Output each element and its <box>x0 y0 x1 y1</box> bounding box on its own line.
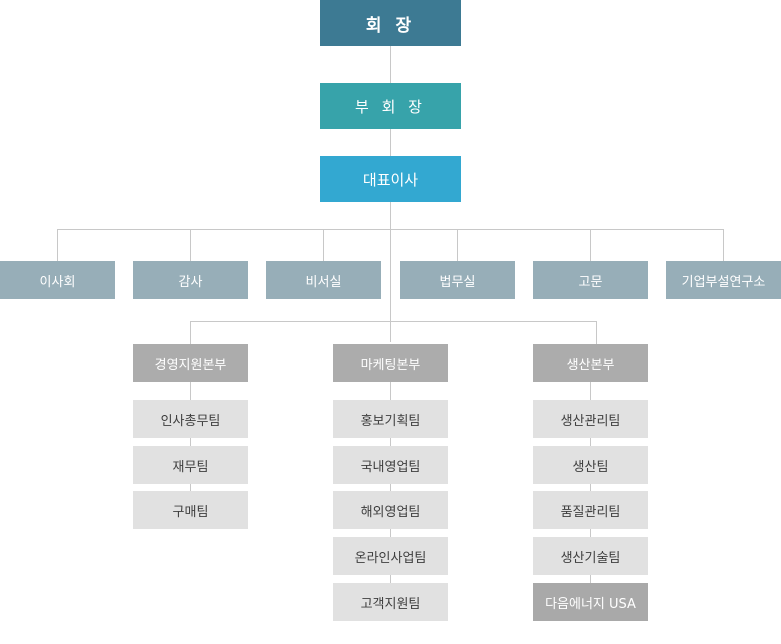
division-management-support: 경영지원본부 <box>133 344 248 382</box>
team-box: 온라인사업팀 <box>333 537 448 575</box>
staff-unit-advisor: 고문 <box>533 261 648 299</box>
connector-staff-drop <box>457 229 458 261</box>
ceo-box: 대표이사 <box>320 156 461 202</box>
connector-division-drop <box>596 321 597 344</box>
connector-staff-drop <box>723 229 724 261</box>
team-box: 생산기술팀 <box>533 537 648 575</box>
staff-unit-board: 이사회 <box>0 261 115 299</box>
division-marketing: 마케팅본부 <box>333 344 448 382</box>
team-box: 홍보기획팀 <box>333 400 448 438</box>
connector-staff-drop <box>323 229 324 261</box>
team-box: 품질관리팀 <box>533 491 648 529</box>
team-box: 국내영업팀 <box>333 446 448 484</box>
connector-division-drop <box>190 321 191 344</box>
connector-staff-drop <box>590 229 591 261</box>
connector-staff-bar <box>57 229 724 230</box>
team-box: 해외영업팀 <box>333 491 448 529</box>
team-box: 구매팀 <box>133 491 248 529</box>
connector-staff-drop <box>190 229 191 261</box>
team-box: 인사총무팀 <box>133 400 248 438</box>
staff-unit-research-lab: 기업부설연구소 <box>666 261 781 299</box>
vice-chairman-box: 부 회 장 <box>320 83 461 129</box>
team-box: 고객지원팀 <box>333 583 448 621</box>
team-box: 생산관리팀 <box>533 400 648 438</box>
division-production: 생산본부 <box>533 344 648 382</box>
subsidiary-box: 다음에너지 USA <box>533 583 648 621</box>
staff-unit-audit: 감사 <box>133 261 248 299</box>
connector-staff-drop <box>57 229 58 261</box>
team-box: 생산팀 <box>533 446 648 484</box>
connector-division-bar <box>190 321 597 322</box>
team-box: 재무팀 <box>133 446 248 484</box>
chairman-box: 회 장 <box>320 0 461 46</box>
staff-unit-legal: 법무실 <box>400 261 515 299</box>
staff-unit-secretariat: 비서실 <box>266 261 381 299</box>
